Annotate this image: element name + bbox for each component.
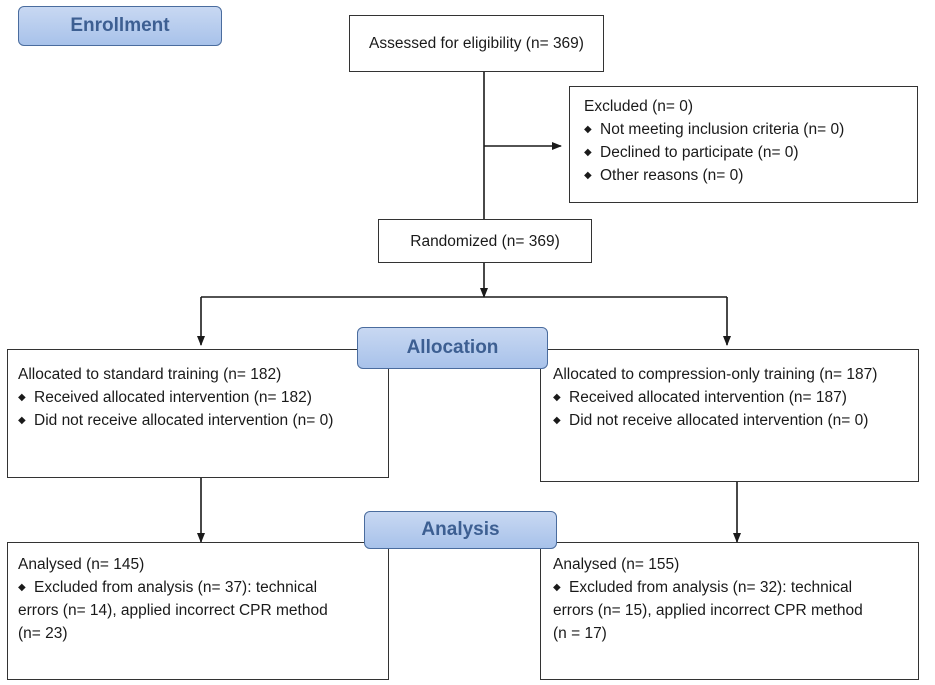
diamond-bullet-icon: ◆ — [584, 170, 592, 181]
excluded-item: ◆ Other reasons (n= 0) — [584, 164, 917, 187]
analysis-right-detail-cont: (n = 17) — [553, 625, 607, 642]
diamond-bullet-icon: ◆ — [584, 147, 592, 158]
excluded-title: Excluded (n= 0) — [584, 98, 693, 115]
excluded-item: ◆ Not meeting inclusion criteria (n= 0) — [584, 118, 917, 141]
analysis-left-title: Analysed (n= 145) — [18, 556, 145, 573]
allocation-right-title: Allocated to compression-only training (… — [553, 366, 878, 383]
allocation-right-item: ◆ Received allocated intervention (n= 18… — [553, 386, 918, 409]
diamond-bullet-icon: ◆ — [553, 582, 561, 593]
stage-label-allocation: Allocation — [357, 327, 548, 369]
analysis-right-box: Analysed (n= 155) ◆ Excluded from analys… — [540, 542, 919, 680]
analysis-left-box: Analysed (n= 145) ◆ Excluded from analys… — [7, 542, 389, 680]
excluded-box: Excluded (n= 0) ◆ Not meeting inclusion … — [569, 86, 918, 203]
diamond-bullet-icon: ◆ — [18, 415, 26, 426]
analysis-right-title: Analysed (n= 155) — [553, 556, 680, 573]
allocation-left-item: ◆ Did not receive allocated intervention… — [18, 409, 388, 432]
allocation-left-title: Allocated to standard training (n= 182) — [18, 366, 282, 383]
randomized-text: Randomized (n= 369) — [410, 232, 560, 250]
allocation-right-box: Allocated to compression-only training (… — [540, 349, 919, 482]
allocation-left-box: Allocated to standard training (n= 182) … — [7, 349, 389, 478]
allocation-left-item: ◆ Received allocated intervention (n= 18… — [18, 386, 388, 409]
diamond-bullet-icon: ◆ — [18, 582, 26, 593]
randomized-box: Randomized (n= 369) — [378, 219, 592, 263]
assessed-box: Assessed for eligibility (n= 369) — [349, 15, 604, 72]
analysis-left-detail-cont: errors (n= 14), applied incorrect CPR me… — [18, 602, 328, 619]
analysis-left-detail-cont: (n= 23) — [18, 625, 68, 642]
assessed-text: Assessed for eligibility (n= 369) — [369, 35, 584, 52]
stage-label-enrollment: Enrollment — [18, 6, 222, 46]
analysis-left-detail: ◆ Excluded from analysis (n= 37): techni… — [18, 576, 388, 599]
allocation-right-item: ◆ Did not receive allocated intervention… — [553, 409, 918, 432]
diamond-bullet-icon: ◆ — [584, 124, 592, 135]
diamond-bullet-icon: ◆ — [18, 392, 26, 403]
analysis-right-detail-cont: errors (n= 15), applied incorrect CPR me… — [553, 602, 863, 619]
analysis-right-detail: ◆ Excluded from analysis (n= 32): techni… — [553, 576, 918, 599]
diamond-bullet-icon: ◆ — [553, 415, 561, 426]
diamond-bullet-icon: ◆ — [553, 392, 561, 403]
stage-label-analysis: Analysis — [364, 511, 557, 549]
excluded-item: ◆ Declined to participate (n= 0) — [584, 141, 917, 164]
